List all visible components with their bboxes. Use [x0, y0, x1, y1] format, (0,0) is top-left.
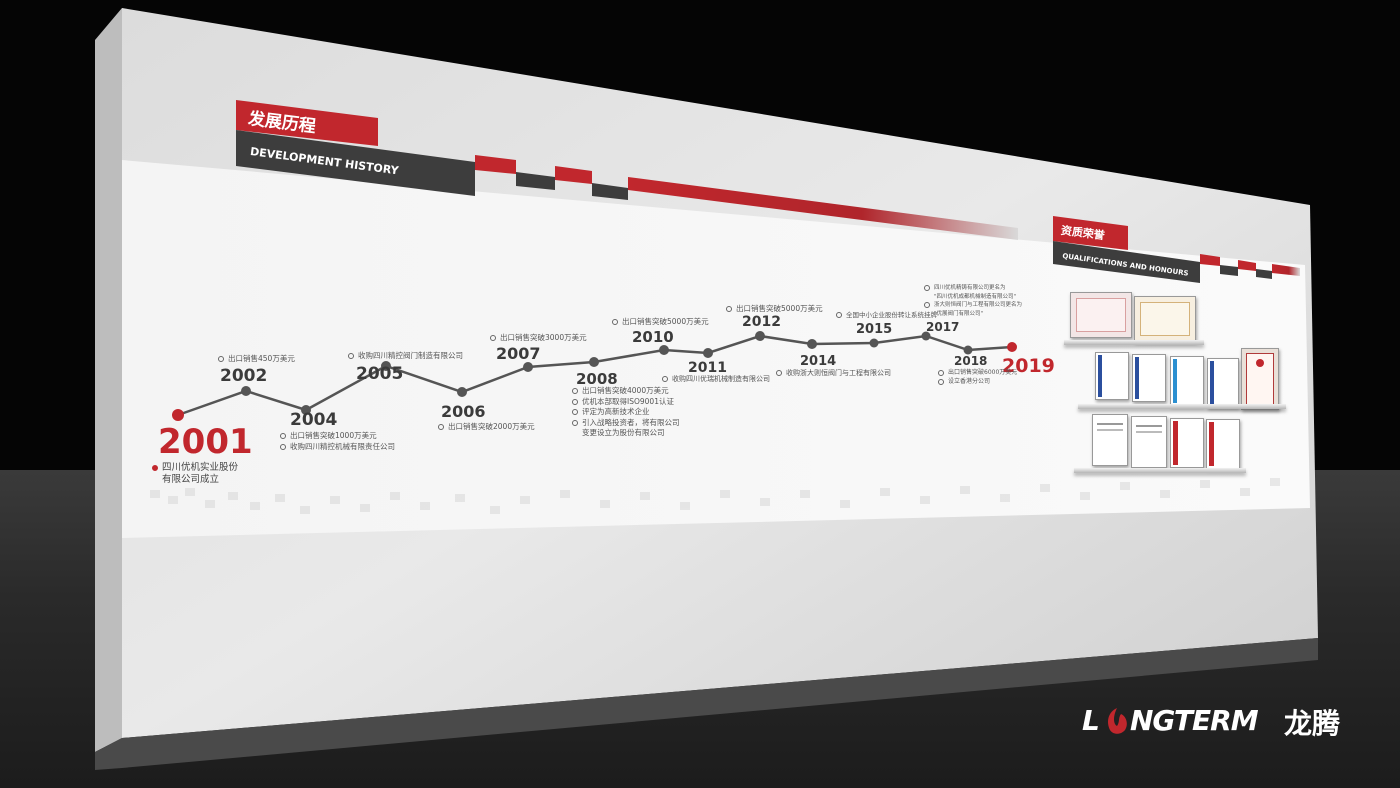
certificate — [1095, 352, 1129, 400]
year-2001: 2001 — [158, 422, 253, 462]
certificate — [1207, 358, 1239, 408]
logo-text: NGTERM — [1130, 704, 1259, 737]
shelf — [1078, 404, 1286, 409]
node-2015 — [869, 338, 879, 348]
node-2014 — [807, 339, 817, 349]
note-2005: 收购四川精控阀门制造有限公司 — [348, 350, 463, 361]
certificate — [1092, 414, 1128, 466]
node-2005 — [381, 361, 391, 371]
shelf — [1074, 468, 1246, 473]
node-2019 — [1007, 342, 1017, 352]
year-2004: 2004 — [290, 410, 338, 430]
year-2007: 2007 — [496, 344, 541, 363]
node-2012 — [755, 331, 765, 341]
node-2007 — [523, 362, 533, 372]
logo-text-cn: 龙腾 — [1284, 707, 1341, 740]
node-2018 — [963, 345, 973, 355]
year-2011: 2011 — [688, 360, 727, 376]
year-2014: 2014 — [800, 354, 837, 369]
year-2012: 2012 — [742, 314, 781, 330]
note-2011: 收购四川优瑞机械制造有限公司 — [662, 374, 770, 385]
logo-mark-icon — [1108, 708, 1127, 734]
node-2017 — [921, 331, 931, 341]
year-2005: 2005 — [356, 364, 404, 384]
note-2010: 出口销售突破5000万美元 — [612, 316, 709, 327]
year-2019: 2019 — [1002, 355, 1055, 377]
year-2017: 2017 — [926, 320, 960, 334]
node-2011 — [703, 348, 713, 358]
certificate — [1132, 354, 1166, 402]
node-2010 — [659, 345, 669, 355]
logo-letter-l: L — [1082, 704, 1100, 737]
note-2017: 四川优机精铸有限公司更名为 "四川优机成都机械制造有限公司" 浙大则恒阀门与工程… — [924, 284, 1022, 318]
note-2004: 出口销售突破1000万美元 收购四川精控机械有限责任公司 — [280, 430, 395, 452]
year-2015: 2015 — [856, 322, 893, 337]
note-2006: 出口销售突破2000万美元 — [438, 421, 535, 432]
note-2018: 出口销售突破6000万美元 设立香港分公司 — [938, 368, 1017, 386]
certificate — [1170, 418, 1204, 468]
note-2002: 出口销售450万美元 — [218, 353, 295, 364]
certificate — [1170, 356, 1204, 406]
shelf — [1064, 340, 1204, 345]
certificate — [1134, 296, 1196, 342]
note-2015: 全国中小企业股份转让系统挂牌 — [836, 310, 937, 321]
note-2007: 出口销售突破3000万美元 — [490, 332, 587, 343]
year-2010: 2010 — [632, 328, 674, 346]
note-2014: 收购浙大则恒阀门与工程有限公司 — [776, 368, 891, 379]
note-2001: 四川优机实业股份 有限公司成立 — [152, 462, 238, 486]
node-2002 — [241, 386, 251, 396]
node-2008 — [589, 357, 599, 367]
note-2012: 出口销售突破5000万美元 — [726, 303, 823, 314]
certificate — [1206, 419, 1240, 469]
node-2004 — [301, 405, 311, 415]
year-2006: 2006 — [441, 402, 486, 421]
note-2008: 出口销售突破4000万美元 优机本部取得ISO9001认证 评定为高新技术企业 … — [572, 386, 680, 439]
node-2001 — [172, 409, 184, 421]
year-2008: 2008 — [576, 370, 618, 388]
certificate — [1241, 348, 1279, 410]
year-2002: 2002 — [220, 366, 268, 386]
certificate — [1131, 416, 1167, 468]
node-2006 — [457, 387, 467, 397]
year-2018: 2018 — [954, 354, 988, 368]
certificate — [1070, 292, 1132, 338]
